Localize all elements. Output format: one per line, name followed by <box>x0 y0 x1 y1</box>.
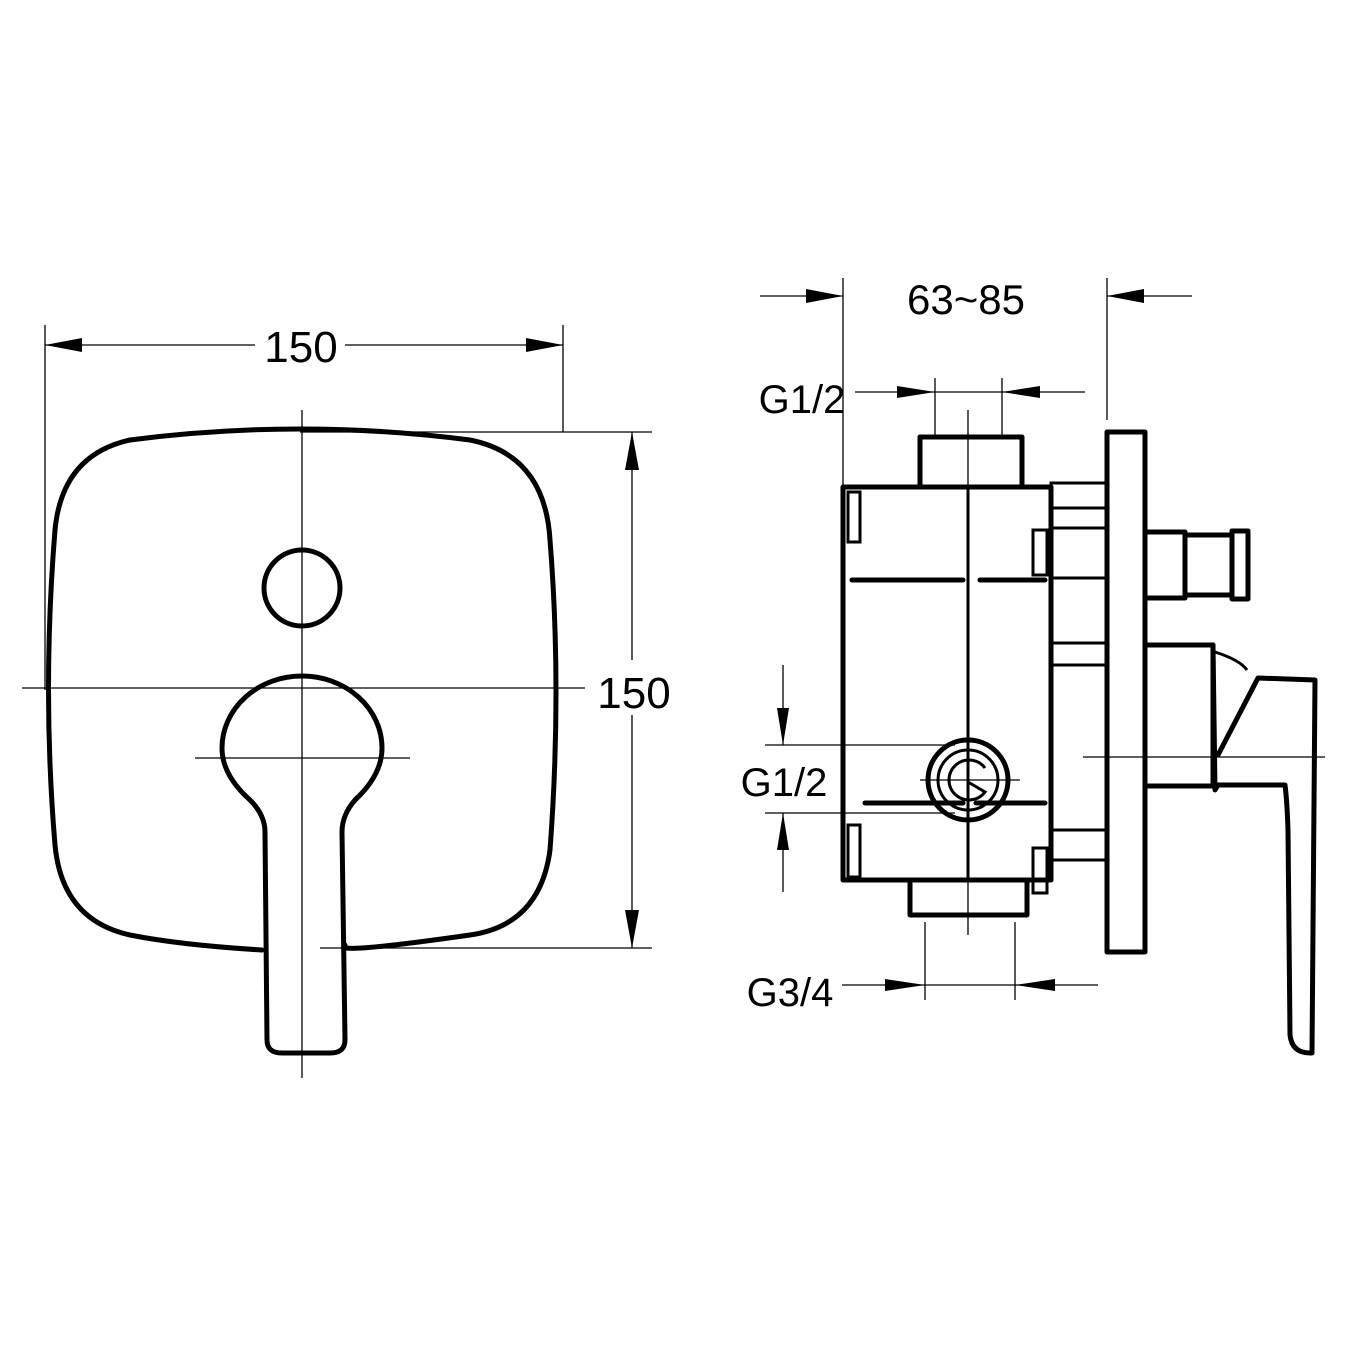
arrow-left-icon <box>1015 979 1055 991</box>
body-notch <box>846 823 862 879</box>
arrow-right-icon <box>526 338 563 352</box>
arrow-right-icon <box>806 289 843 303</box>
front-view: 150 150 <box>22 323 671 1078</box>
bottom-outlet-label: G3/4 <box>747 971 834 1015</box>
extension-sleeve <box>1049 828 1109 862</box>
side-inlet-label: G1/2 <box>741 761 828 805</box>
body-notch <box>846 490 862 544</box>
top-inlet-pipe <box>917 434 1025 490</box>
arrow-left-icon <box>1107 289 1144 303</box>
body-notch <box>1031 846 1049 895</box>
lever-hub-arc <box>1214 650 1249 671</box>
width-label: 150 <box>264 323 337 372</box>
side-view: 63~85 G1/2 <box>741 276 1325 1056</box>
extension-sleeve <box>1049 526 1109 580</box>
arrow-up-icon <box>625 432 639 470</box>
side-lever <box>1210 642 1318 1056</box>
cover-plate <box>46 426 559 953</box>
extension-sleeve <box>1049 506 1109 530</box>
extension-sleeve <box>1049 641 1109 667</box>
top-inlet-label: G1/2 <box>759 378 846 422</box>
arrow-left-icon <box>45 338 82 352</box>
diverter-button-cap <box>1229 528 1251 602</box>
arrow-right-icon <box>885 979 925 991</box>
mixer-lever <box>219 673 385 1056</box>
arrow-down-icon <box>625 910 639 948</box>
label-backdrop <box>600 660 668 715</box>
arrow-right-icon <box>897 386 935 398</box>
arrow-down-icon <box>777 708 789 745</box>
extension-sleeve <box>1049 481 1109 510</box>
arrow-up-icon <box>777 813 789 850</box>
diverter-button-stem <box>1182 532 1235 598</box>
cartridge-housing <box>1142 642 1216 789</box>
diverter-button-base <box>1142 529 1188 601</box>
body-notch <box>1031 528 1049 577</box>
depth-label: 63~85 <box>907 276 1025 323</box>
arrow-left-icon <box>1002 386 1040 398</box>
valve-body <box>840 484 1054 883</box>
thread-icon <box>947 758 988 802</box>
wall-plate <box>1104 429 1148 955</box>
height-label: 150 <box>597 669 670 718</box>
